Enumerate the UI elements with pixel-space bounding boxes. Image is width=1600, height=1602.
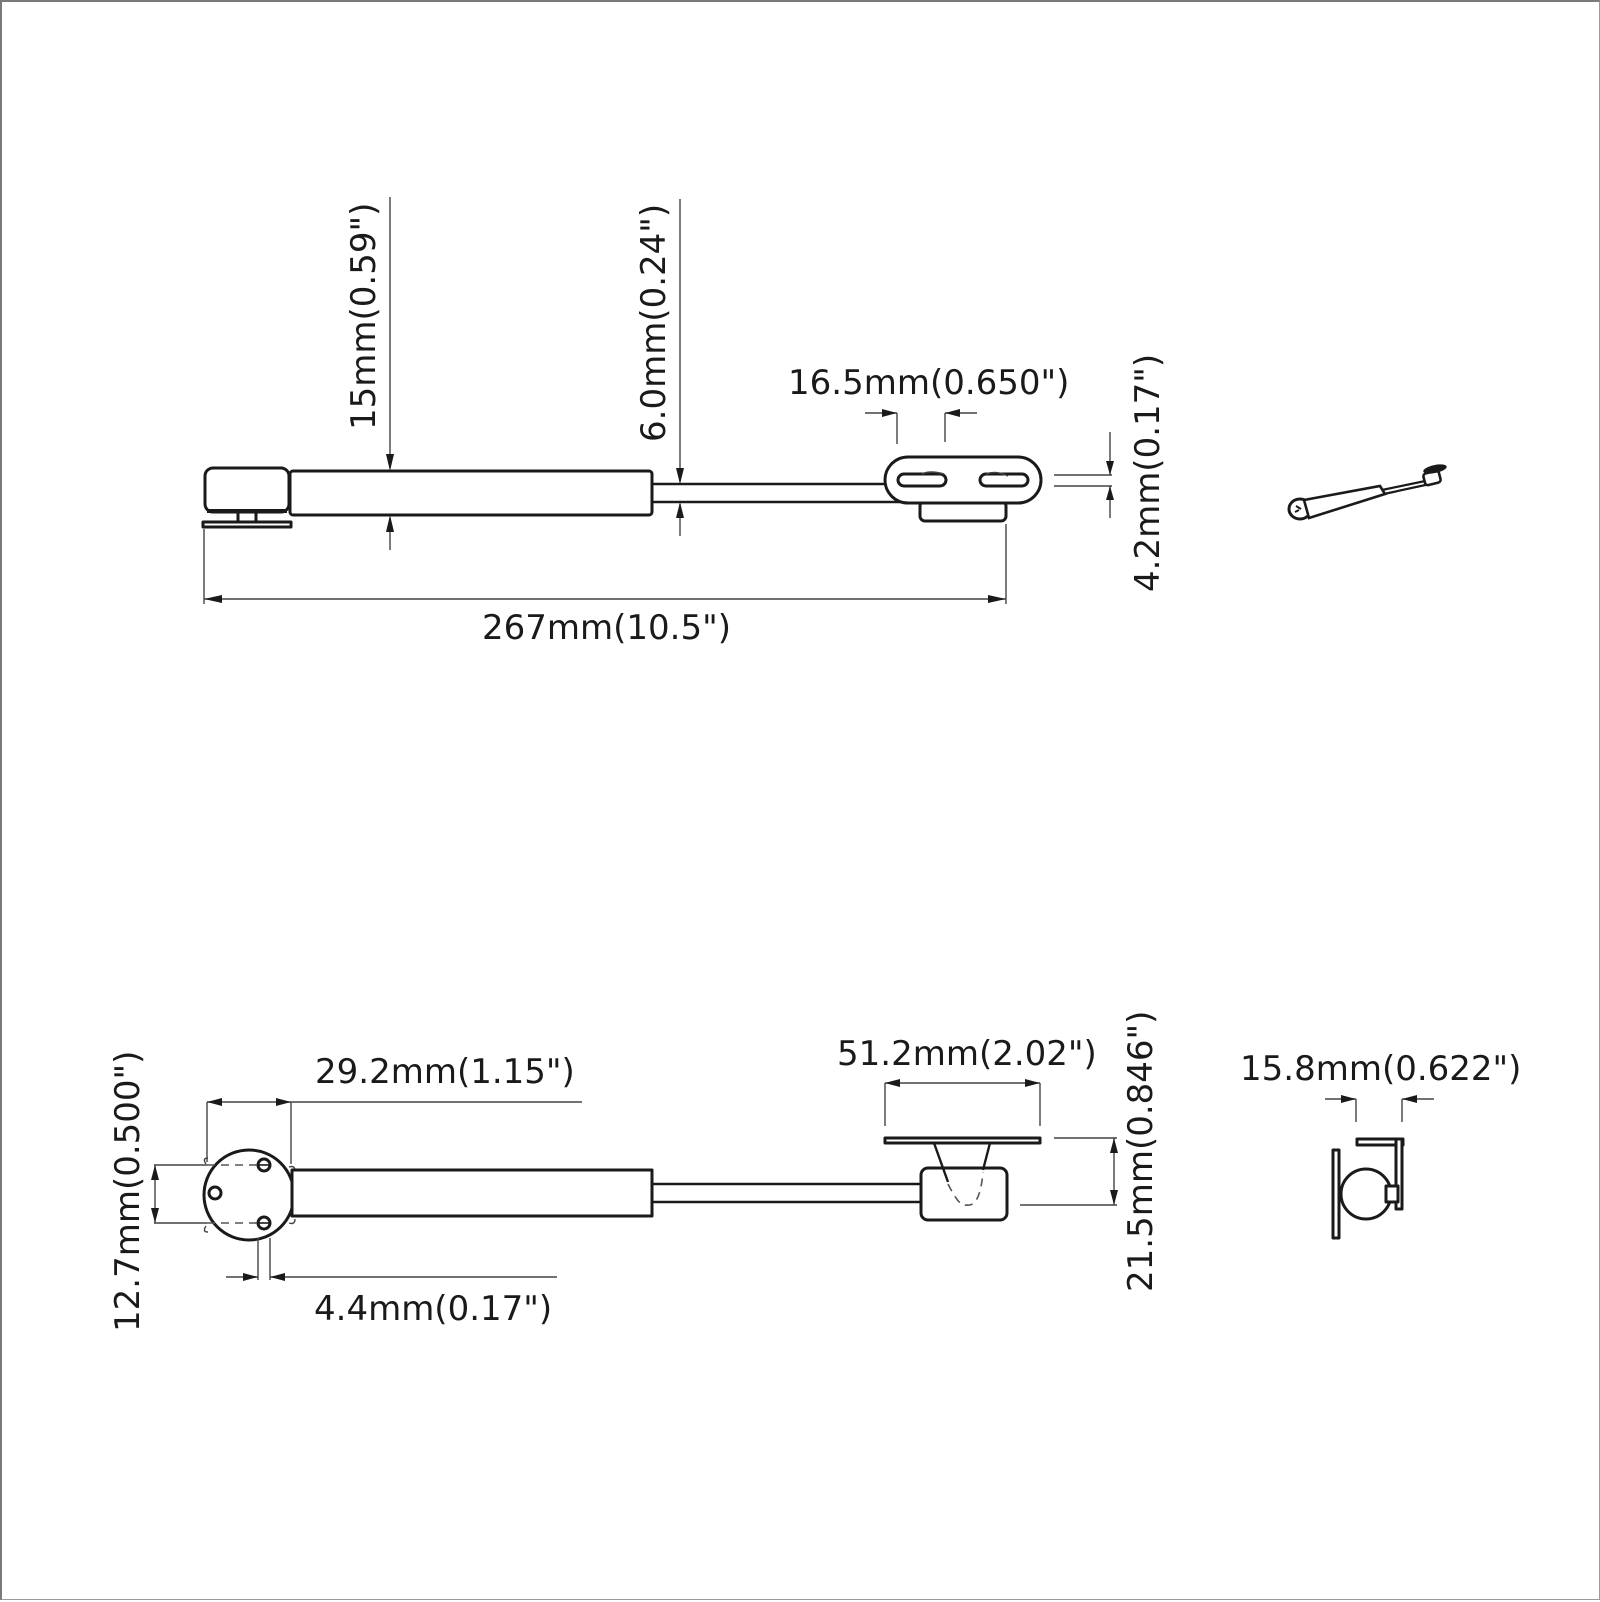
cylinder-body (288, 469, 654, 517)
slot-right (978, 472, 1030, 488)
dim-ball-mount-height: 12.7mm(0.500") (108, 1051, 148, 1332)
end-block (919, 1166, 1009, 1222)
pivot-hole (207, 1185, 223, 1201)
dim-bracket-offset: 29.2mm(1.15") (315, 1052, 575, 1092)
dim-bracket-width: 15.8mm(0.622") (1240, 1049, 1521, 1089)
arrow-icon (207, 1098, 222, 1106)
side-view: 15mm(0.59") 6.0mm(0.24") 16.5mm(0.650") … (201, 197, 1168, 648)
dim-slot-spacing: 16.5mm(0.650") (788, 363, 1069, 403)
dim-overall-length: 267mm(10.5") (482, 608, 731, 648)
arrow-icon (151, 1165, 159, 1180)
arrow-icon (204, 595, 222, 603)
dim-rod-diameter: 6.0mm(0.24") (634, 204, 674, 442)
arrow-icon (1402, 1095, 1417, 1103)
end-view-plate (1331, 1148, 1341, 1240)
arrow-icon (1106, 486, 1114, 500)
cylinder-body (290, 1168, 654, 1218)
arrow-icon (276, 1098, 291, 1106)
dim-slot-width: 4.2mm(0.17") (1128, 354, 1168, 592)
arrow-icon (386, 515, 394, 532)
mount-plate (201, 520, 293, 529)
arrow-icon (1110, 1190, 1118, 1205)
dim-body-diameter: 15mm(0.59") (344, 203, 384, 430)
end-cap (203, 466, 291, 514)
slot-right-insert (985, 471, 1009, 477)
arrow-icon (1025, 1079, 1040, 1087)
dim-screw-hole: 4.4mm(0.17") (314, 1289, 552, 1329)
iso-gas-spring-icon (1287, 464, 1447, 521)
slot-left-insert (921, 471, 945, 475)
top-view: 29.2mm(1.15") 12.7mm(0.500") 4.4mm(0.17"… (108, 1011, 1161, 1332)
arrow-icon (885, 1079, 900, 1087)
arrow-icon (1106, 461, 1114, 475)
hidden-socket (947, 1171, 984, 1207)
mount-neck (932, 1142, 992, 1183)
slot-left (896, 472, 948, 488)
end-view-bracket-side (1394, 1137, 1404, 1211)
arrow-icon (945, 409, 960, 417)
arrow-icon (1110, 1138, 1118, 1153)
arrow-icon (386, 454, 394, 471)
arrow-icon (151, 1208, 159, 1223)
iso-view (1287, 464, 1447, 521)
arrow-icon (270, 1273, 285, 1281)
dim-mount-height: 21.5mm(0.846") (1121, 1011, 1161, 1292)
dim-mount-plate-width: 51.2mm(2.02") (837, 1034, 1097, 1074)
end-view: 15.8mm(0.622") (1240, 1049, 1521, 1240)
arrow-icon (882, 409, 897, 417)
arrow-icon (676, 502, 684, 518)
mount-plate (883, 1136, 1042, 1145)
arrow-icon (243, 1273, 258, 1281)
arrow-icon (676, 468, 684, 484)
arrow-icon (1341, 1095, 1356, 1103)
end-view-stub (1384, 1184, 1400, 1204)
end-view-ball (1339, 1167, 1393, 1221)
arrow-icon (988, 595, 1006, 603)
slotted-bracket (883, 455, 1043, 505)
